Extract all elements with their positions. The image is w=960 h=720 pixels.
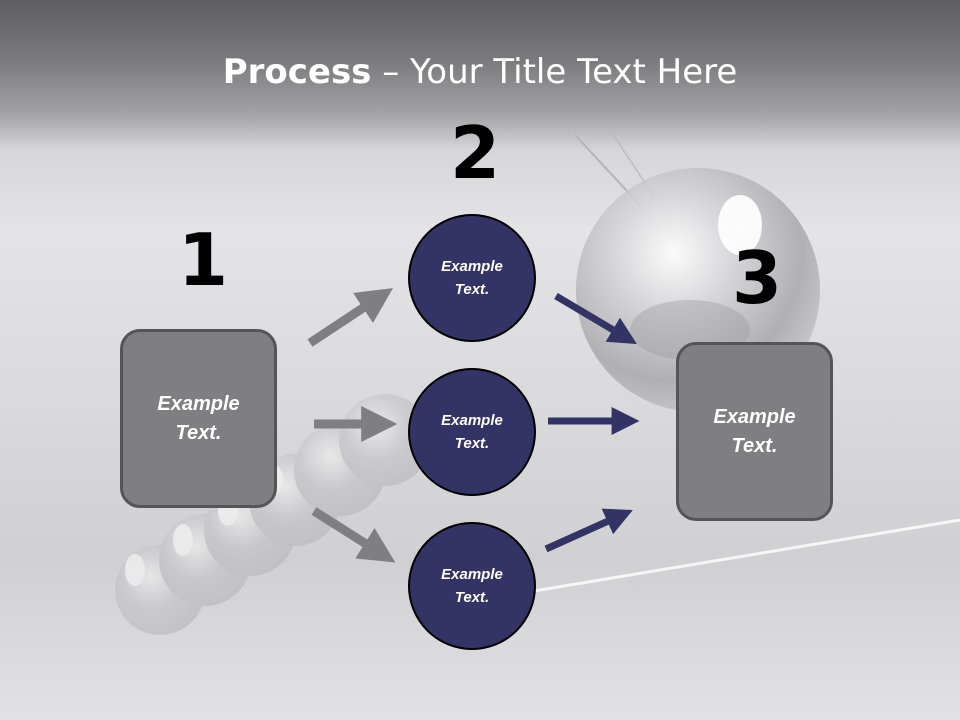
right-text-box: Example Text. [676,342,833,521]
step-number-2: 2 [450,111,501,195]
circle-bottom: Example Text. [408,522,536,650]
circle-top: Example Text. [408,214,536,342]
circle-middle: Example Text. [408,368,536,496]
left-text-box: Example Text. [120,329,277,508]
title-rest: – Your Title Text Here [371,52,738,92]
step-number-3: 3 [732,236,783,320]
title-bold: Process [222,52,372,92]
step-number-1: 1 [178,218,229,302]
slide-title: Process – Your Title Text Here [0,52,960,92]
